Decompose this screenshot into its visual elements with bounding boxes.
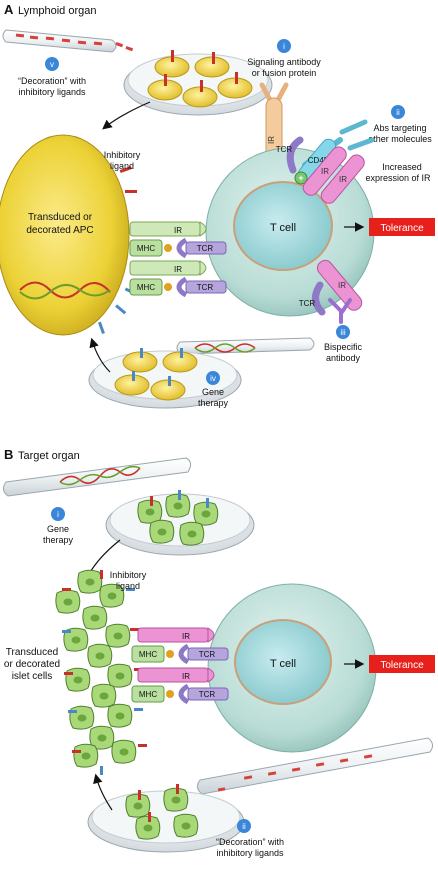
petri-dish-decoration — [123, 50, 273, 116]
callout-num-b-i: i — [57, 510, 59, 519]
tcr-label-a4: TCR — [197, 283, 214, 292]
tcell-b-nucleus — [234, 619, 332, 705]
inhibitory-ligand-label-b-2: ligand — [116, 581, 140, 591]
callout-num-v: v — [50, 60, 54, 69]
cd45-label: CD45 — [308, 156, 329, 165]
synapse-row-a3: IR — [129, 260, 207, 276]
islet-label-2: or decorated — [4, 659, 60, 670]
petri-dish-gene-therapy — [88, 348, 242, 409]
plus-signal — [294, 171, 308, 185]
gene-therapy-tube-b — [2, 457, 192, 497]
synapse-row-a2: MHC TCR — [129, 237, 227, 259]
increased-ir-group: IR IR — [302, 146, 365, 204]
ir-label-b3: IR — [182, 672, 190, 681]
gene-therapy-tube — [176, 337, 315, 355]
callout-badge-iv — [206, 371, 220, 385]
callout-text-v-2: inhibitory ligands — [18, 87, 86, 97]
synapse-row-b1: IR — [137, 627, 215, 643]
callout-badge-b-i — [51, 507, 65, 521]
callout-badge-i — [277, 39, 291, 53]
tolerance-box-a — [369, 218, 435, 236]
mhc-label-a4: MHC — [137, 283, 155, 292]
panel-b-title: Target organ — [18, 450, 80, 462]
tolerance-label-a: Tolerance — [380, 223, 424, 234]
callout-num-ii: ii — [396, 108, 400, 117]
callout-badge-iii — [336, 325, 350, 339]
callout-text-iv-1: Gene — [202, 387, 224, 397]
panel-a-letter: A — [4, 2, 14, 17]
synapse-row-a1: IR — [129, 221, 207, 237]
decoration-tube-b — [196, 737, 434, 795]
tcr-label-cd45-side: TCR — [276, 145, 293, 154]
callout-text-ii-1: Abs targeting — [373, 123, 426, 133]
tcell-a-nucleus — [233, 181, 333, 271]
abs-targeting-complex: TCR CD45 + — [276, 119, 375, 185]
ir-label-bispecific: IR — [338, 281, 346, 290]
callout-text-b-i-2: therapy — [43, 535, 74, 545]
inhibitory-ligand-label-b-1: Inhibitory — [110, 570, 147, 580]
callout-text-v-1: “Decoration” with — [18, 76, 86, 86]
panel-b-letter: B — [4, 447, 13, 462]
callout-text-b-ii-2: inhibitory ligands — [216, 848, 284, 858]
callout-num-i: i — [283, 42, 285, 51]
callout-num-iii: iii — [340, 328, 346, 337]
callout-text-iii-2: antibody — [326, 353, 361, 363]
tcr-label-bispecific: TCR — [299, 299, 316, 308]
tcr-label-b2: TCR — [199, 650, 216, 659]
tcell-b-label: T cell — [270, 658, 296, 670]
apc-label-2: decorated APC — [26, 225, 93, 236]
callout-text-b-i-1: Gene — [47, 524, 69, 534]
arrow-dish-to-islets-b2 — [93, 773, 113, 811]
callout-num-iv: iv — [210, 374, 216, 383]
islet-cell-cluster — [55, 569, 137, 768]
increased-text-1: Increased — [382, 162, 422, 172]
mhc-label-a2: MHC — [137, 244, 155, 253]
panel-a-title: Lymphoid organ — [18, 5, 96, 17]
synapse-row-b3: IR — [137, 667, 215, 683]
tcr-label-a2: TCR — [197, 244, 214, 253]
increased-text-2: expression of IR — [365, 173, 431, 183]
callout-badge-b-ii — [237, 819, 251, 833]
petri-dish-islets-b — [105, 490, 255, 556]
ir-label-b1: IR — [182, 632, 190, 641]
synapse-row-a4: MHC TCR — [129, 276, 227, 298]
ir-label-pink-2: IR — [339, 175, 347, 184]
callout-text-iv-2: therapy — [198, 398, 229, 408]
synapse-row-b4: MHC TCR — [131, 683, 229, 705]
tolerance-box-b — [369, 655, 435, 673]
signaling-ir-label: IR — [267, 136, 276, 144]
callout-text-i-2: or fusion protein — [252, 68, 317, 78]
mhc-label-b4: MHC — [139, 690, 157, 699]
synapse-row-b2: MHC TCR — [131, 643, 229, 665]
petri-dish-decoration-b — [87, 784, 245, 853]
decoration-test-tube — [2, 29, 134, 53]
callout-badge-v — [45, 57, 59, 71]
callout-text-ii-2: other molecules — [368, 134, 432, 144]
apc-cell — [0, 134, 130, 336]
callout-badge-ii — [391, 105, 405, 119]
ir-label-pink-1: IR — [321, 167, 329, 176]
tolerance-label-b: Tolerance — [380, 660, 424, 671]
inhibitory-ligand-label-a-2: ligand — [110, 161, 134, 171]
tcell-a-label: T cell — [270, 222, 296, 234]
callout-num-b-ii: ii — [242, 822, 246, 831]
arrow-gene-dish-to-apc — [89, 337, 111, 373]
bispecific-antibody-complex: IR TCR — [299, 259, 363, 324]
islet-label-3: islet cells — [12, 671, 53, 682]
ir-label-a3: IR — [174, 265, 182, 274]
plus-label: + — [298, 173, 303, 183]
callout-text-i-1: Signaling antibody — [247, 57, 321, 67]
callout-text-b-ii-1: “Decoration” with — [216, 837, 284, 847]
tcr-label-b4: TCR — [199, 690, 216, 699]
apc-dna — [19, 281, 111, 300]
callout-text-iii-1: Bispecific — [324, 342, 363, 352]
apc-label-1: Transduced or — [28, 212, 93, 223]
arrow-dish-to-apc — [102, 101, 151, 130]
inhibitory-ligand-label-a-1: Inhibitory — [104, 150, 141, 160]
islet-label-1: Transduced — [6, 647, 58, 658]
ir-label-a1: IR — [174, 226, 182, 235]
mhc-label-b2: MHC — [139, 650, 157, 659]
